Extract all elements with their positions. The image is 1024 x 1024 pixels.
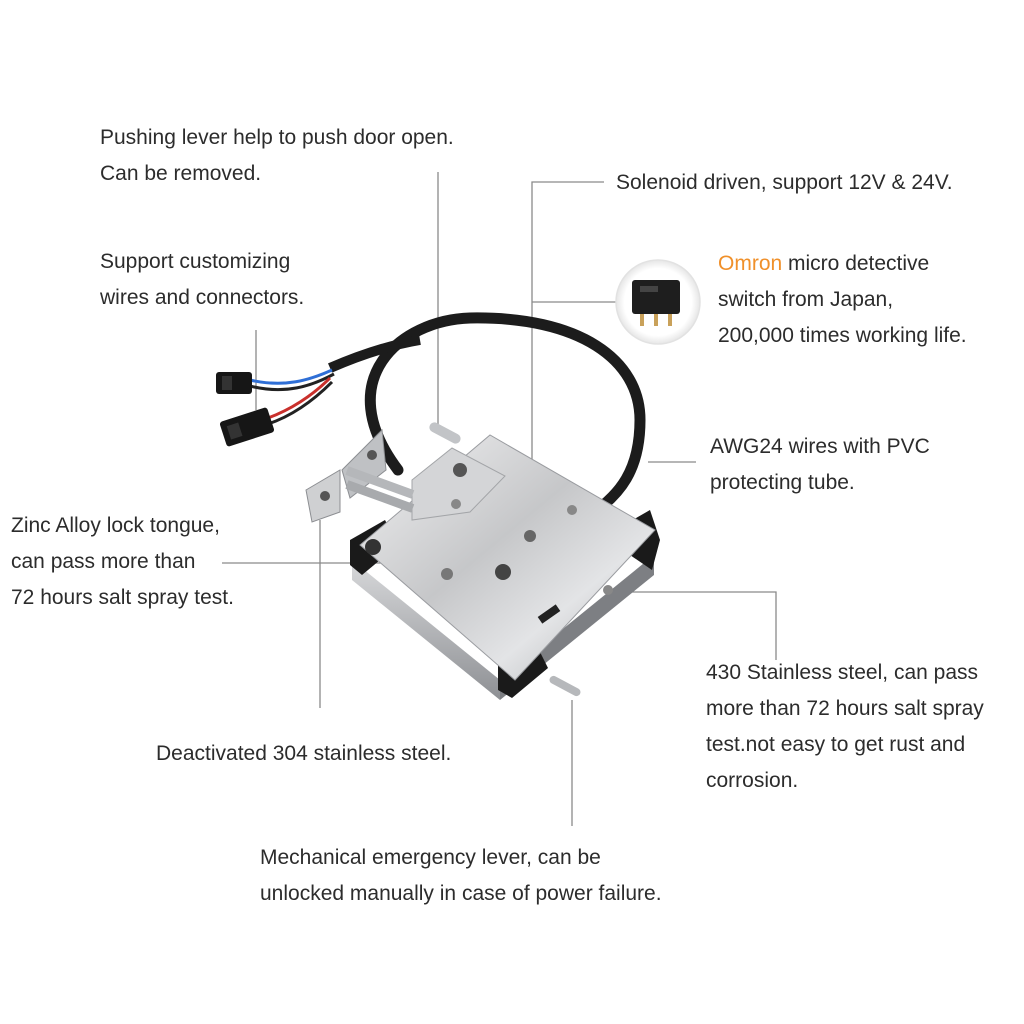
- callout-line: 430 Stainless steel, can pass: [706, 661, 978, 684]
- callout-line: Zinc Alloy lock tongue,: [11, 514, 220, 537]
- lock-tongue: [305, 428, 415, 523]
- callout-line: corrosion.: [706, 769, 799, 792]
- cable-assembly: [216, 312, 646, 521]
- callout-line: protecting tube.: [710, 471, 855, 494]
- callout-line: more than 72 hours salt spray: [706, 697, 984, 720]
- callout-line: wires and connectors.: [100, 286, 305, 309]
- callout-emergency-lever: Mechanical emergency lever, can be unloc…: [260, 840, 662, 912]
- callout-line: test.not easy to get rust and: [706, 733, 966, 756]
- callout-deactivated-304: Deactivated 304 stainless steel.: [156, 736, 451, 772]
- callout-awg24: AWG24 wires with PVC protecting tube.: [710, 429, 930, 501]
- leader-430: [610, 591, 777, 660]
- callout-stainless-430: 430 Stainless steel, can pass more than …: [706, 655, 984, 799]
- callout-line: Support customizing: [100, 250, 291, 273]
- callout-line: Solenoid driven, support 12V & 24V.: [616, 171, 953, 194]
- leader-lines: [222, 172, 777, 826]
- omron-line1-rest: micro detective: [782, 252, 930, 275]
- callout-omron: Omron micro detective switch from Japan,…: [718, 246, 967, 354]
- callout-line: can pass more than: [11, 550, 196, 573]
- callout-line: switch from Japan,: [718, 288, 894, 311]
- callout-line: Mechanical emergency lever, can be: [260, 846, 601, 869]
- callout-line: Deactivated 304 stainless steel.: [156, 742, 452, 765]
- callout-line: Omron micro detective: [718, 246, 967, 282]
- callout-line: Can be removed.: [100, 162, 262, 185]
- callout-zinc-tongue: Zinc Alloy lock tongue, can pass more th…: [11, 508, 234, 616]
- connector-icon: [219, 407, 275, 447]
- micro-switch-icon: [615, 259, 701, 345]
- callout-line: 200,000 times working life.: [718, 324, 967, 347]
- callout-pushing-lever: Pushing lever help to push door open. Ca…: [100, 120, 454, 192]
- connector-icon: [216, 372, 252, 394]
- callout-line: unlocked manually in case of power failu…: [260, 882, 662, 905]
- leader-solenoid: [531, 181, 604, 535]
- callout-line: 72 hours salt spray test.: [11, 586, 234, 609]
- callout-solenoid: Solenoid driven, support 12V & 24V.: [616, 165, 953, 201]
- omron-brand: Omron: [718, 252, 783, 275]
- callout-wires-custom: Support customizing wires and connectors…: [100, 244, 304, 316]
- callout-line: AWG24 wires with PVC: [710, 435, 930, 458]
- lock-body: [350, 422, 660, 700]
- callout-line: Pushing lever help to push door open.: [100, 126, 454, 149]
